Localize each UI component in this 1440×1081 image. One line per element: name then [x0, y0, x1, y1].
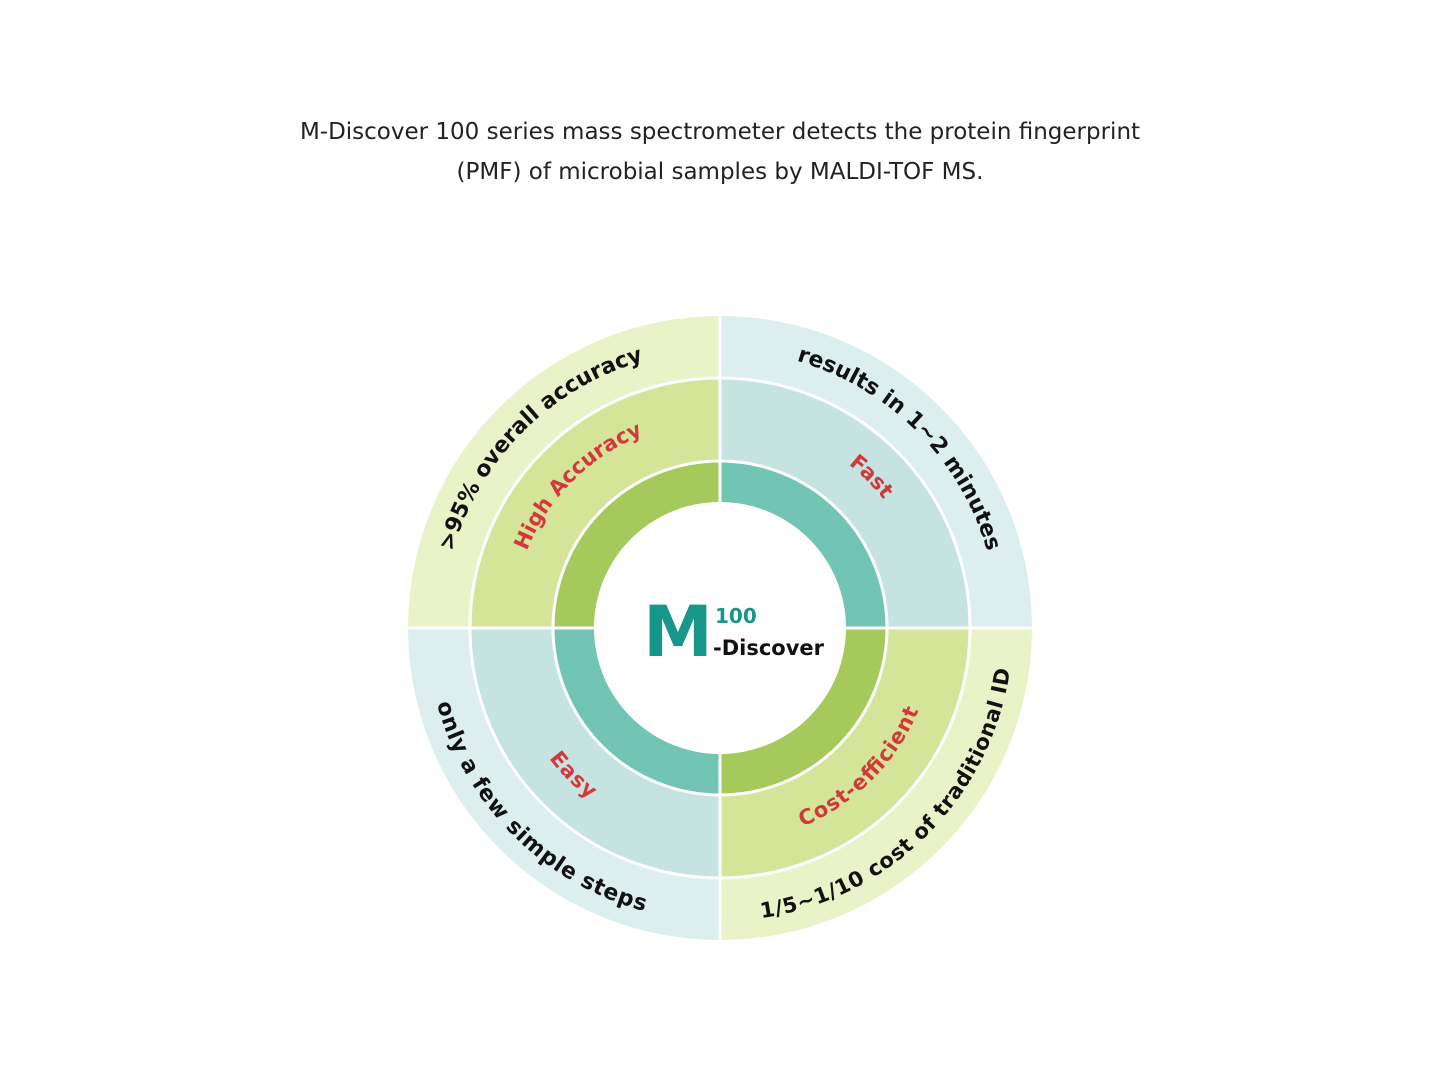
center-logo-superscript: 100	[715, 604, 757, 628]
diagram-caption: M-Discover 100 series mass spectrometer …	[0, 112, 1440, 192]
caption-line-2: (PMF) of microbial samples by MALDI-TOF …	[456, 159, 984, 185]
caption-line-1: M-Discover 100 series mass spectrometer …	[299, 119, 1141, 145]
center-logo-suffix: -Discover	[713, 636, 825, 660]
center-logo-letter: M	[643, 591, 713, 673]
center-disc	[594, 502, 846, 754]
